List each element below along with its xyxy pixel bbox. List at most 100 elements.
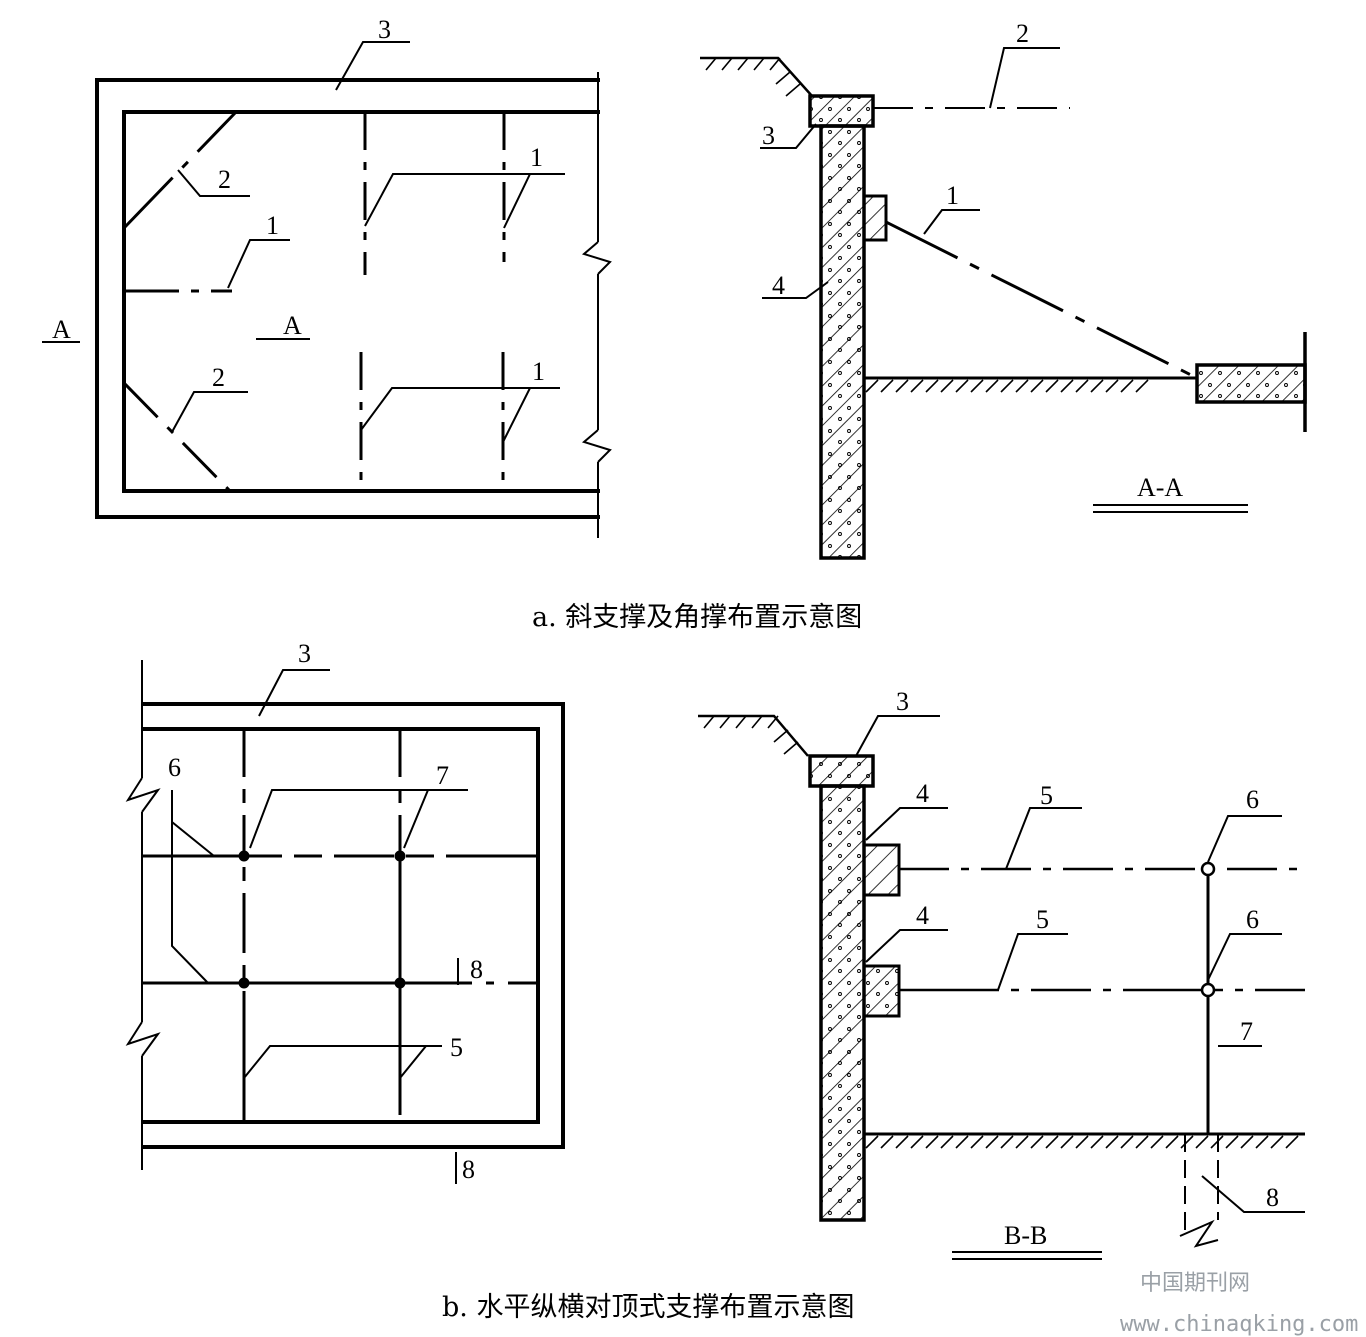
fig-b-plan [125, 660, 565, 1184]
label-7-bb: 7 [1240, 1017, 1253, 1046]
fig-b-section-labels: 3 4 5 6 4 5 6 7 8 B-B [896, 687, 1279, 1250]
section-title-bb: B-B [1004, 1221, 1047, 1250]
waler-a [862, 194, 888, 242]
watermark-url: www.chinaqking.com [1120, 1312, 1358, 1337]
ground-line-a [700, 56, 813, 97]
hatch-stroke [880, 379, 894, 393]
hatch-stroke [1255, 1135, 1269, 1149]
label-1-lower-right: 1 [532, 357, 545, 386]
hatch-stroke [955, 1135, 969, 1149]
ground-hatch-b [703, 715, 799, 755]
section-mark-inner: A [283, 311, 302, 340]
cap-beam-outer-b [142, 702, 565, 1149]
hatch-stroke [1045, 1135, 1059, 1149]
hatch-stroke [1135, 379, 1149, 393]
hatch-stroke [940, 379, 954, 393]
hatch-stroke [1225, 1135, 1239, 1149]
break-line-left [125, 660, 161, 1170]
cap-beam-outer [95, 78, 600, 519]
hatch-stroke [985, 379, 999, 393]
label-3: 3 [378, 15, 391, 44]
hatch-stroke [1270, 1135, 1284, 1149]
hatch-stroke [925, 1135, 939, 1149]
hatch-stroke [1105, 1135, 1119, 1149]
hatch-stroke [1030, 1135, 1044, 1149]
hatch-stroke [895, 1135, 909, 1149]
hatch-stroke [1075, 1135, 1089, 1149]
hatch-stroke [1195, 1135, 1209, 1149]
hatch-stroke [910, 1135, 924, 1149]
pile-below [1179, 1134, 1219, 1248]
hatch-stroke [910, 379, 924, 393]
label-8-b-inner: 8 [470, 955, 483, 984]
hatch-stroke [1090, 1135, 1104, 1149]
fig-b-section [698, 714, 1305, 1260]
hatch-stroke [1045, 379, 1059, 393]
ground-line-b [698, 714, 809, 757]
hatch-stroke [895, 379, 909, 393]
section-mark-left: A [52, 315, 71, 344]
hatch-stroke [1060, 379, 1074, 393]
joint-b-upper [1200, 861, 1216, 877]
hatch-stroke [985, 1135, 999, 1149]
hatch-stroke [1165, 1135, 1179, 1149]
label-5-b: 5 [450, 1033, 463, 1062]
cap-beam-b [808, 754, 875, 788]
waler-b-upper [862, 843, 901, 897]
fig-a-plan-labels: 3 2 1 2 1 1 A A [52, 15, 545, 392]
hatch-stroke [955, 379, 969, 393]
section-title-aa: A-A [1137, 473, 1183, 502]
hatch-stroke [1210, 1135, 1224, 1149]
label-8-b-bottom: 8 [462, 1155, 475, 1184]
fig-a-plan [42, 41, 612, 538]
pile-wall-a [819, 124, 866, 560]
cap-beam-inner [122, 110, 600, 493]
label-1-aa: 1 [946, 181, 959, 210]
hatch-stroke [865, 1135, 879, 1149]
hatch-stroke [1000, 1135, 1014, 1149]
hatch-stroke [1240, 1135, 1254, 1149]
corner-brace-upper [122, 110, 238, 230]
label-6-b: 6 [168, 753, 181, 782]
hatch-stroke [970, 1135, 984, 1149]
leaders-a-section [760, 47, 1060, 299]
hatch-stroke [1105, 379, 1119, 393]
hatch-stroke [1015, 1135, 1029, 1149]
label-2-lower: 2 [212, 363, 225, 392]
cap-beam-inner-b [142, 727, 540, 1124]
bottom-hatch-a [865, 379, 1149, 393]
label-4-bb-lower: 4 [916, 901, 929, 930]
hatch-stroke [1075, 379, 1089, 393]
label-6-bb-upper: 6 [1246, 785, 1259, 814]
label-2-upper: 2 [218, 165, 231, 194]
hatch-stroke [1060, 1135, 1074, 1149]
joint [238, 850, 250, 862]
label-7-b: 7 [436, 761, 449, 790]
hatch-stroke [1120, 379, 1134, 393]
joint-b-lower [1200, 982, 1216, 998]
hatch-stroke [1120, 1135, 1134, 1149]
hatch-stroke [1030, 379, 1044, 393]
label-5-bb-upper: 5 [1040, 781, 1053, 810]
leaders-b-plan [171, 669, 468, 1079]
hatch-stroke [880, 1135, 894, 1149]
label-3-b: 3 [298, 639, 311, 668]
inclined-brace [885, 220, 1198, 380]
leaders-a-plan [42, 41, 565, 443]
label-1-upper-right: 1 [530, 143, 543, 172]
hatch-stroke [1015, 379, 1029, 393]
ground-hatch-a [705, 57, 801, 97]
label-4-aa: 4 [772, 271, 785, 300]
label-1-center: 1 [266, 211, 279, 240]
joint [394, 850, 406, 862]
corner-brace-lower [122, 381, 232, 493]
fig-a-section [700, 47, 1307, 560]
joint [238, 977, 250, 989]
label-3-aa: 3 [762, 121, 775, 150]
fig-a-section-labels: 2 3 1 4 A-A [762, 19, 1183, 502]
leaders-b-section [855, 715, 1305, 1213]
label-2-aa: 2 [1016, 19, 1029, 48]
label-3-bb: 3 [896, 687, 909, 716]
hatch-stroke [970, 379, 984, 393]
